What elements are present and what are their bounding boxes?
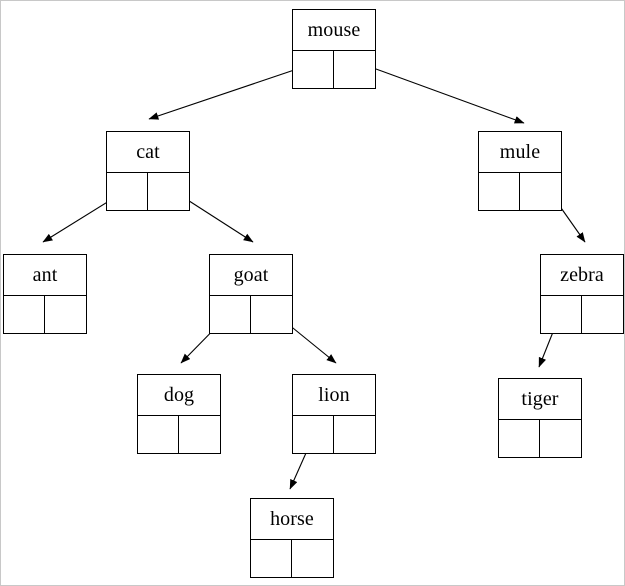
node-pointers-zebra xyxy=(541,296,623,333)
node-pointers-cat xyxy=(107,173,189,210)
node-pointers-ant xyxy=(4,296,86,333)
tree-node-goat[interactable]: goat xyxy=(209,254,293,334)
tree-node-lion[interactable]: lion xyxy=(292,374,376,454)
node-label-lion: lion xyxy=(293,375,375,416)
tree-node-mule[interactable]: mule xyxy=(478,131,562,211)
right-pointer-cell-mouse[interactable] xyxy=(334,51,375,88)
node-pointers-mouse xyxy=(293,51,375,88)
node-label-tiger: tiger xyxy=(499,379,581,420)
left-pointer-cell-zebra[interactable] xyxy=(541,296,582,333)
right-pointer-cell-goat[interactable] xyxy=(251,296,292,333)
node-pointers-dog xyxy=(138,416,220,453)
node-pointers-lion xyxy=(293,416,375,453)
tree-node-horse[interactable]: horse xyxy=(250,498,334,578)
node-pointers-horse xyxy=(251,540,333,577)
node-label-cat: cat xyxy=(107,132,189,173)
left-pointer-cell-mule[interactable] xyxy=(479,173,520,210)
node-label-dog: dog xyxy=(138,375,220,416)
node-pointers-goat xyxy=(210,296,292,333)
left-pointer-cell-lion[interactable] xyxy=(293,416,334,453)
left-pointer-cell-cat[interactable] xyxy=(107,173,148,210)
tree-node-mouse[interactable]: mouse xyxy=(292,9,376,89)
node-label-zebra: zebra xyxy=(541,255,623,296)
tree-node-ant[interactable]: ant xyxy=(3,254,87,334)
left-pointer-cell-goat[interactable] xyxy=(210,296,251,333)
right-pointer-cell-dog[interactable] xyxy=(179,416,220,453)
node-label-goat: goat xyxy=(210,255,292,296)
right-pointer-cell-horse[interactable] xyxy=(292,540,333,577)
node-label-mule: mule xyxy=(479,132,561,173)
node-label-ant: ant xyxy=(4,255,86,296)
edge-arrow-mouse-to-cat xyxy=(148,62,316,120)
tree-node-tiger[interactable]: tiger xyxy=(498,378,582,458)
tree-node-zebra[interactable]: zebra xyxy=(540,254,624,334)
left-pointer-cell-dog[interactable] xyxy=(138,416,179,453)
right-pointer-cell-zebra[interactable] xyxy=(582,296,623,333)
node-label-horse: horse xyxy=(251,499,333,540)
tree-node-cat[interactable]: cat xyxy=(106,131,190,211)
right-pointer-cell-mule[interactable] xyxy=(520,173,561,210)
left-pointer-cell-mouse[interactable] xyxy=(293,51,334,88)
left-pointer-cell-tiger[interactable] xyxy=(499,420,540,457)
right-pointer-cell-tiger[interactable] xyxy=(540,420,581,457)
edge-arrow-mouse-to-mule xyxy=(353,60,525,124)
left-pointer-cell-horse[interactable] xyxy=(251,540,292,577)
node-label-mouse: mouse xyxy=(293,10,375,51)
node-pointers-tiger xyxy=(499,420,581,457)
left-pointer-cell-ant[interactable] xyxy=(4,296,45,333)
right-pointer-cell-ant[interactable] xyxy=(45,296,86,333)
tree-node-dog[interactable]: dog xyxy=(137,374,221,454)
right-pointer-cell-cat[interactable] xyxy=(148,173,189,210)
node-pointers-mule xyxy=(479,173,561,210)
right-pointer-cell-lion[interactable] xyxy=(334,416,375,453)
